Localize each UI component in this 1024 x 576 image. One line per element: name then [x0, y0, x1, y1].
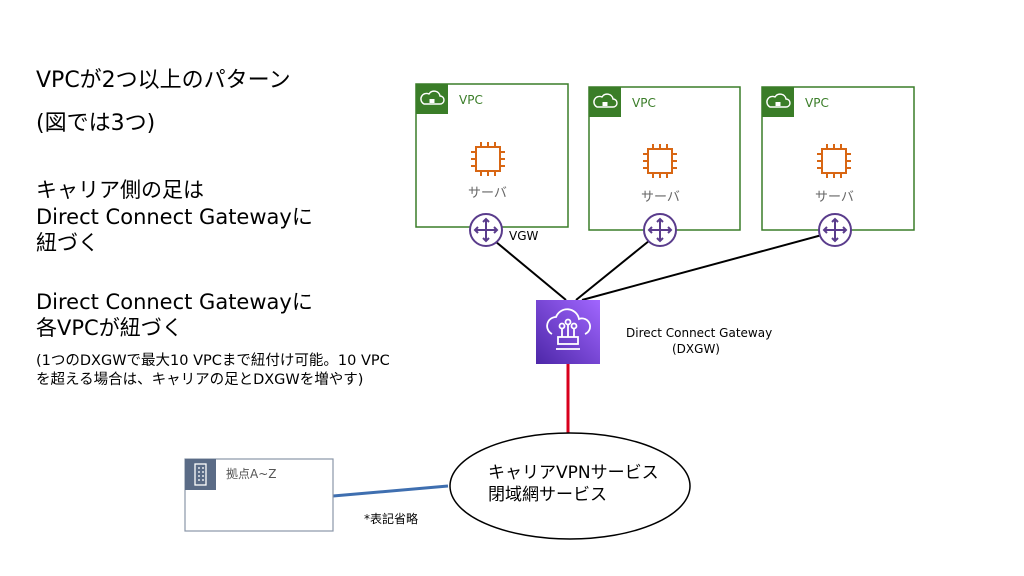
vgw2-dxgw-link — [575, 231, 661, 301]
footnote: *表記省略 — [364, 512, 419, 526]
vpc-label-1: VPC — [459, 93, 483, 107]
vgw-label: VGW — [509, 229, 539, 243]
vpc-link-line1: Direct Connect Gatewayに — [36, 290, 313, 314]
site-label: 拠点A~Z — [226, 467, 277, 481]
server-label-2: サーバ — [641, 190, 680, 205]
carrier-network-ellipse — [449, 432, 691, 540]
vpc-box-1 — [415, 83, 569, 228]
vpc-label-2: VPC — [632, 96, 656, 110]
direct-connect-gateway-icon — [536, 300, 600, 364]
page-title: VPCが2つ以上のパターン — [36, 68, 291, 93]
carrier-side-line2: Direct Connect Gatewayに — [36, 205, 313, 229]
vgw-router-icon — [469, 213, 503, 247]
limit-note-line2: を超える場合は、キャリアの足とDXGWを増やす) — [36, 372, 364, 388]
page-subtitle: (図では3つ) — [36, 111, 156, 136]
vgw-router-icon — [643, 213, 677, 247]
server-chip-icon — [817, 144, 851, 178]
vpc-label-3: VPC — [805, 96, 829, 110]
limit-note-line1: (1つのDXGWで最大10 VPCまで紐付け可能。10 VPC — [36, 353, 390, 369]
vpc-box-3 — [761, 86, 915, 231]
vpc-box-2 — [588, 86, 741, 231]
vgw-router-icon — [818, 213, 852, 247]
cloud-lock-icon — [766, 93, 791, 108]
cloud-lock-icon — [593, 93, 618, 108]
vgw3-dxgw-link — [581, 231, 834, 301]
cloud-lock-icon — [420, 90, 445, 105]
carrier-label-line2: 閉域網サービス — [488, 485, 607, 505]
building-icon — [194, 463, 207, 486]
server-chip-icon — [643, 144, 677, 178]
carrier-label-line1: キャリアVPNサービス — [488, 463, 659, 483]
server-label-1: サーバ — [468, 186, 507, 201]
vgw1-dxgw-link — [483, 231, 567, 301]
site-box — [184, 458, 334, 532]
vpc-link-line2: 各VPCが紐づく — [36, 316, 183, 340]
dxgw-label: Direct Connect Gateway — [626, 326, 773, 340]
carrier-side-line3: 紐づく — [36, 231, 99, 255]
server-chip-icon — [471, 142, 505, 176]
site-carrier-link — [332, 484, 449, 498]
carrier-side-line1: キャリア側の足は — [36, 178, 204, 202]
server-label-3: サーバ — [815, 190, 854, 205]
dxgw-abbrev-label: (DXGW) — [672, 342, 720, 356]
